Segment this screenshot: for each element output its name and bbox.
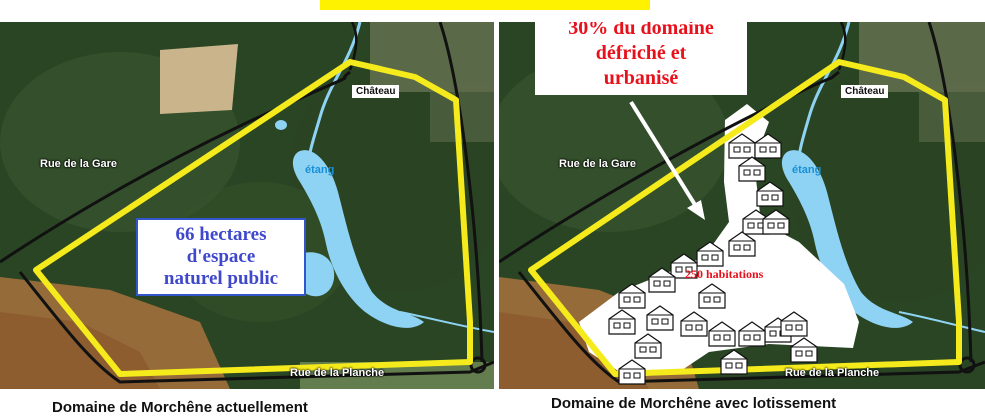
cleared-development-area: [579, 104, 859, 378]
field-patch: [160, 44, 238, 114]
etang-label: étang: [305, 164, 335, 176]
chateau-label: Château: [841, 85, 889, 98]
domain-boundary: [33, 59, 473, 377]
habitations-label: 250 habitations: [685, 267, 764, 281]
pond: [781, 150, 913, 328]
callout-line-3: urbanisé: [603, 67, 679, 89]
info-line-3: naturel public: [163, 268, 279, 289]
pond: [292, 150, 424, 328]
road-planche: [18, 271, 494, 384]
caption-current: Domaine de Morchêne actuellement: [52, 399, 308, 416]
callout-arrow: [629, 100, 699, 210]
cleared-percent-callout: 30% du domaine défriché et urbanisé: [535, 22, 747, 95]
map-panel-development: Rue de la Gare Rue de la Planche Château…: [499, 22, 985, 389]
road-label-planche: Rue de la Planche: [785, 367, 880, 379]
road-label-planche: Rue de la Planche: [290, 367, 385, 379]
caption-development: Domaine de Morchêne avec lotissement: [551, 395, 837, 412]
map-panel-current: Rue de la Gare Rue de la Planche Château…: [0, 22, 494, 389]
aerial-map-current: [0, 22, 494, 389]
arrow-head-icon: [687, 200, 705, 220]
road-label-gare: Rue de la Gare: [559, 158, 637, 170]
road-gare: [0, 70, 351, 264]
etang-label: étang: [792, 164, 822, 176]
info-line-1: 66 hectares: [175, 224, 267, 245]
callout-line-2: défriché et: [595, 42, 687, 64]
domain-boundary: [528, 59, 962, 377]
info-line-2: d'espace: [186, 246, 256, 267]
top-banner-highlight: [320, 0, 650, 10]
callout-line-1: 30% du domaine: [568, 22, 714, 39]
area-info-box: 66 hectares d'espace naturel public: [136, 218, 306, 296]
road-label-gare: Rue de la Gare: [40, 158, 118, 170]
chateau-label: Château: [352, 85, 400, 98]
